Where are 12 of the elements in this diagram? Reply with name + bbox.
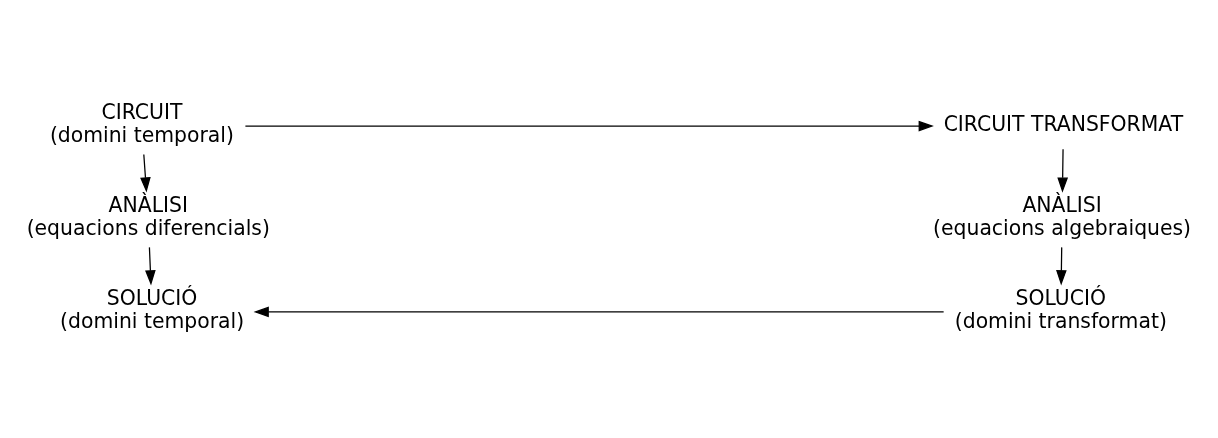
- node-text: SOLUCIÓ (domini transformat): [954, 286, 1167, 334]
- arrow: [1057, 148, 1068, 193]
- node-text: SOLUCIÓ (domini temporal): [60, 286, 245, 334]
- node-text: ANÀLISI (equacions diferencials): [26, 193, 270, 241]
- node-text: CIRCUIT (domini temporal): [49, 100, 234, 148]
- arrow: [244, 120, 934, 132]
- node-text: CIRCUIT TRANSFORMAT: [943, 111, 1184, 136]
- arrow: [1056, 246, 1067, 286]
- arrow: [140, 153, 151, 193]
- arrow: [145, 246, 156, 286]
- arrow: [253, 306, 945, 318]
- node-text: ANÀLISI (equacions algebraiques): [933, 193, 1192, 241]
